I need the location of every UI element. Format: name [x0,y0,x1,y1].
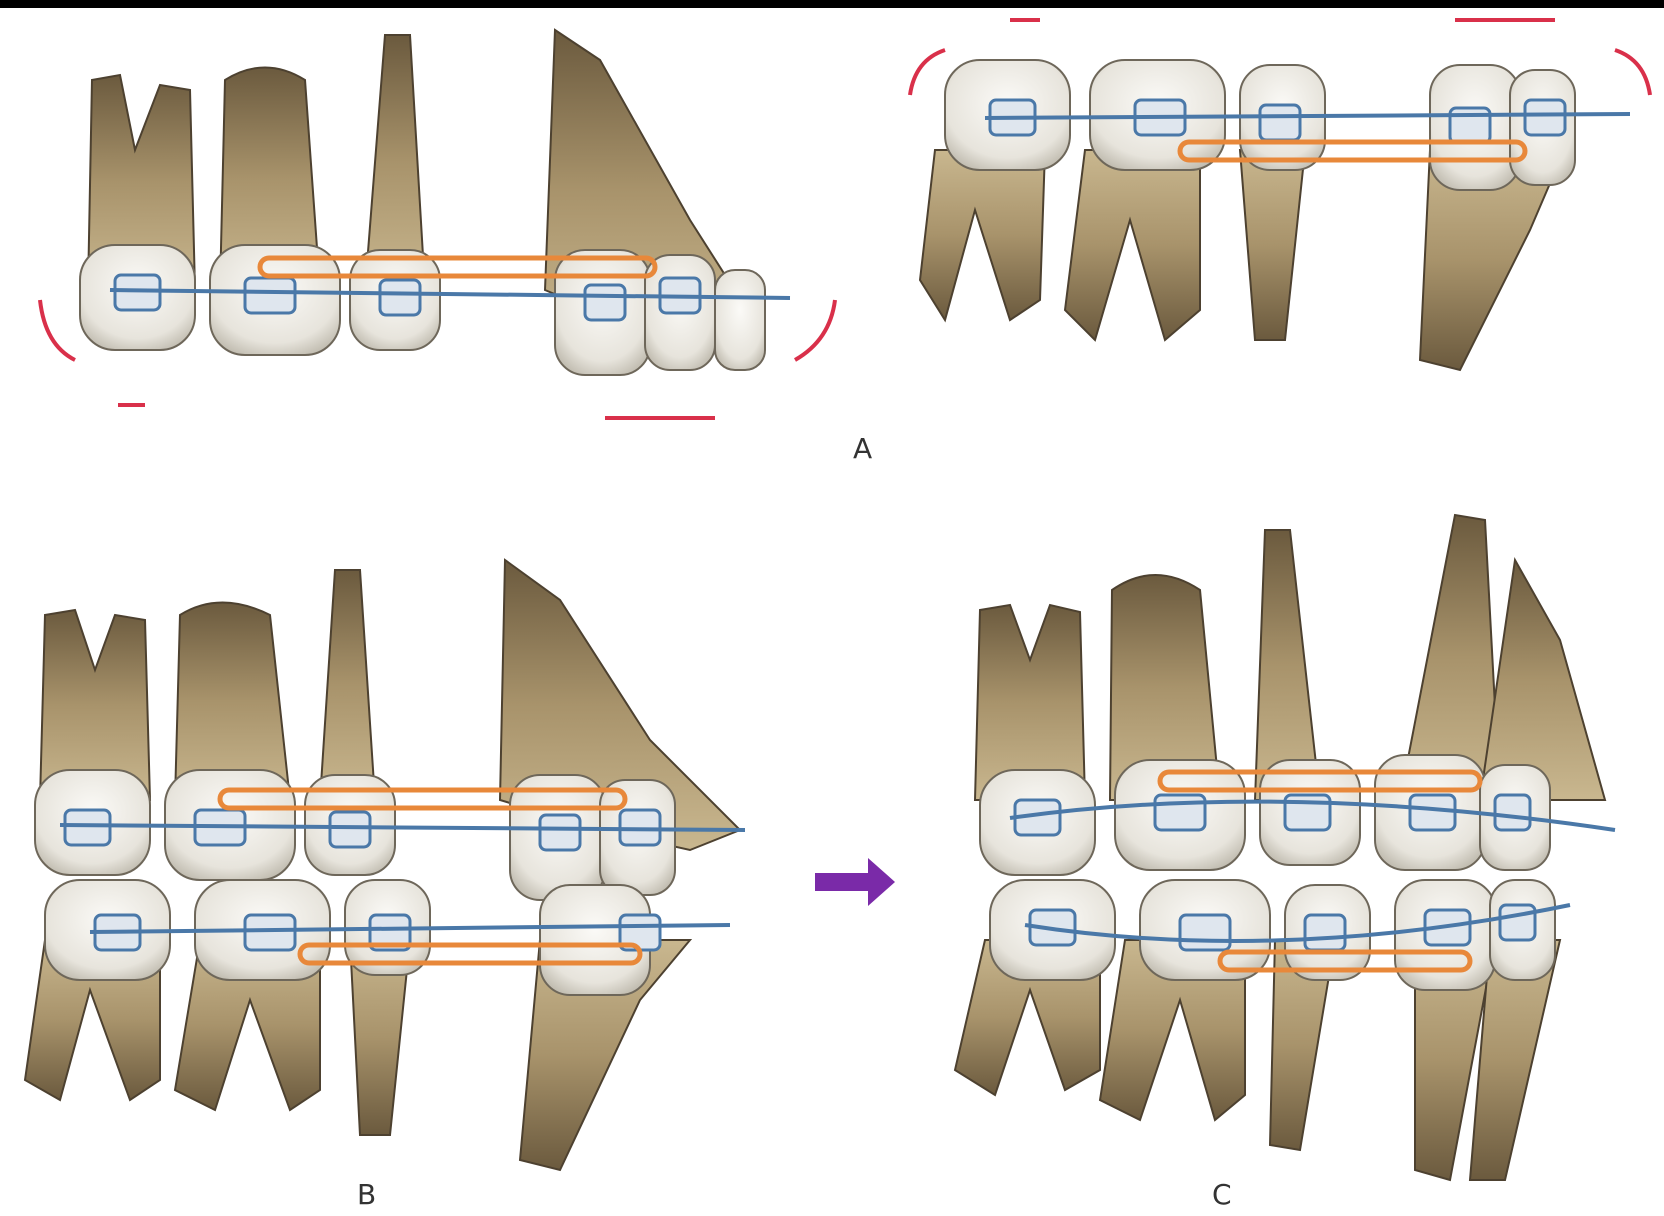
rotation-arrow-right [1615,50,1650,95]
panel-label-a: A [853,432,873,465]
panel-label-b: B [357,1178,377,1211]
panel-label-c: C [1212,1178,1233,1211]
panel-a-upper-arch [40,30,835,418]
panel-c [955,515,1615,1180]
rotation-arrow-left [910,50,945,95]
panel-c-upper-roots [975,515,1605,800]
panel-a-lower-arch [910,20,1650,370]
rotation-arrow-left [40,300,75,360]
rotation-arrow-right [795,300,835,360]
panel-b [25,560,745,1170]
right-arrow-icon [815,858,895,906]
